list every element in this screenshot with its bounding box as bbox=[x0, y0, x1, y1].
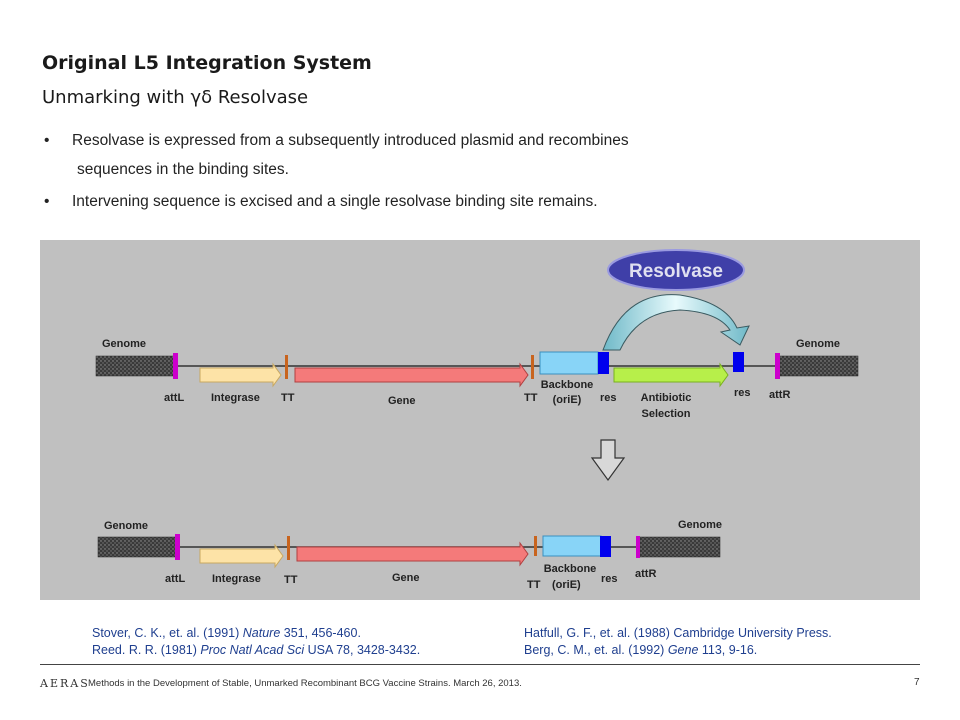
genome-right-top bbox=[779, 355, 859, 377]
reference-journal: Proc Natl Acad Sci bbox=[200, 643, 305, 657]
aeras-logo: AERAS bbox=[40, 677, 90, 690]
res-site-1-top bbox=[598, 352, 609, 374]
reference-text: 351, 456-460. bbox=[280, 626, 361, 640]
attL-label-bottom: attL bbox=[165, 573, 185, 585]
res1-label-top: res bbox=[600, 392, 617, 404]
page-number: 7 bbox=[914, 677, 920, 688]
backbone-sub-label-bottom: (oriE) bbox=[552, 579, 581, 591]
slide-subtitle: Unmarking with γδ Resolvase bbox=[42, 87, 309, 108]
attL-site-top bbox=[173, 353, 178, 379]
backbone-label-bottom: Backbone bbox=[544, 563, 597, 575]
genome-left-label-top: Genome bbox=[102, 338, 146, 350]
resolvase-label: Resolvase bbox=[629, 261, 723, 282]
tt1-label-bottom: TT bbox=[284, 574, 298, 586]
reference-text: Berg, C. M., et. al. (1992) bbox=[524, 643, 668, 657]
integrase-arrow-top bbox=[199, 362, 282, 388]
bullet-text: Intervening sequence is excised and a si… bbox=[72, 193, 598, 210]
bullet-symbol: • bbox=[44, 132, 50, 149]
integrase-label-top: Integrase bbox=[211, 392, 260, 404]
terminator-2-top bbox=[531, 355, 534, 379]
reference-hatfull: Hatfull, G. F., et. al. (1988) Cambridge… bbox=[524, 626, 832, 640]
genome-right-label-top: Genome bbox=[796, 338, 840, 350]
tt1-label-top: TT bbox=[281, 392, 295, 404]
reference-text: USA 78, 3428-3432. bbox=[304, 643, 421, 657]
res-label-bottom: res bbox=[601, 573, 618, 585]
res-site-bottom bbox=[600, 536, 611, 557]
backbone-label-top: Backbone bbox=[541, 379, 594, 391]
reference-text: Reed. R. R. (1981) bbox=[92, 643, 201, 657]
res-site-2-top bbox=[733, 352, 744, 372]
antibiotic-arrow-top bbox=[613, 362, 729, 388]
footer-text: Methods in the Development of Stable, Un… bbox=[88, 678, 522, 689]
genome-left-label-bottom: Genome bbox=[104, 520, 148, 532]
gene-arrow-bottom bbox=[296, 541, 529, 567]
bullet-text: Resolvase is expressed from a subsequent… bbox=[72, 132, 629, 149]
resolvase-ellipse bbox=[607, 249, 745, 291]
attL-label-top: attL bbox=[164, 392, 184, 404]
attR-label-bottom: attR bbox=[635, 568, 656, 580]
attR-label-top: attR bbox=[769, 389, 790, 401]
reference-journal: Nature bbox=[242, 626, 281, 640]
attL-site-bottom bbox=[175, 534, 180, 560]
gene-label-top: Gene bbox=[388, 395, 416, 407]
antibiotic-sub-label-top: Selection bbox=[642, 408, 691, 420]
attR-site-bottom bbox=[636, 536, 640, 558]
gene-label-bottom: Gene bbox=[392, 572, 420, 584]
bullet-text-continued: sequences in the binding sites. bbox=[77, 161, 289, 178]
attR-site-top bbox=[775, 353, 780, 379]
terminator-1-top bbox=[285, 355, 288, 379]
terminator-1-bottom bbox=[287, 536, 290, 560]
genome-left-top bbox=[95, 355, 175, 377]
backbone-block-top bbox=[539, 351, 599, 375]
genome-left-bottom bbox=[97, 536, 177, 558]
reference-journal: Gene bbox=[667, 643, 699, 657]
backbone-block-bottom bbox=[542, 535, 602, 557]
gene-arrow-top bbox=[294, 362, 529, 388]
slide-title: Original L5 Integration System bbox=[42, 52, 372, 74]
antibiotic-label-top: Antibiotic bbox=[641, 392, 692, 404]
reference-stover: Stover, C. K., et. al. (1991) Nature 351… bbox=[92, 626, 361, 640]
bullet-symbol: • bbox=[44, 193, 50, 210]
tt2-label-bottom: TT bbox=[527, 579, 541, 591]
backbone-sub-label-top: (oriE) bbox=[553, 394, 582, 406]
genome-right-label-bottom: Genome bbox=[678, 519, 722, 531]
reference-text: 113, 9-16. bbox=[698, 643, 758, 657]
diagram-svg: Resolvase Genome Genome attL Integrase T… bbox=[95, 249, 859, 591]
curved-arrow-icon bbox=[602, 294, 750, 351]
reference-reed: Reed. R. R. (1981) Proc Natl Acad Sci US… bbox=[92, 643, 420, 657]
res2-label-top: res bbox=[734, 387, 751, 399]
footer-divider bbox=[40, 664, 920, 665]
reference-berg: Berg, C. M., et. al. (1992) Gene 113, 9-… bbox=[524, 643, 757, 657]
terminator-2-bottom bbox=[534, 536, 537, 556]
reference-text: Stover, C. K., et. al. (1991) bbox=[92, 626, 243, 640]
down-arrow-icon bbox=[590, 439, 626, 482]
reference-text: Hatfull, G. F., et. al. (1988) Cambridge… bbox=[524, 626, 832, 640]
genome-right-bottom bbox=[639, 536, 721, 558]
diagram-panel: Resolvase Genome Genome attL Integrase T… bbox=[40, 240, 920, 600]
integrase-label-bottom: Integrase bbox=[212, 573, 261, 585]
integrase-arrow-bottom bbox=[199, 543, 284, 569]
tt2-label-top: TT bbox=[524, 392, 538, 404]
